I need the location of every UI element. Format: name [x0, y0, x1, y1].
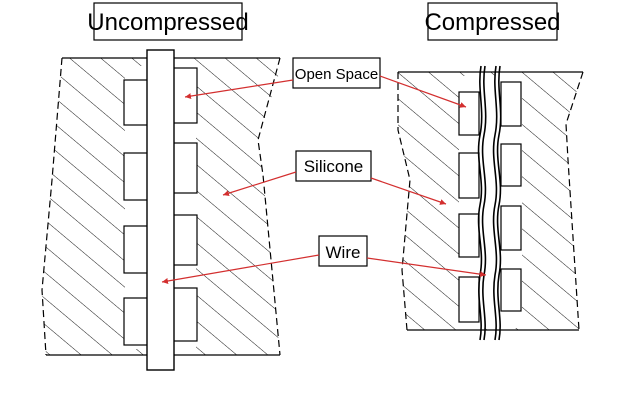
open-space-label: Open Space — [295, 66, 378, 83]
uncompressed-wire — [146, 49, 175, 371]
uncompressed-title: Uncompressed — [87, 9, 248, 36]
wire-label: Wire — [326, 243, 361, 262]
open-space-callout: Open Space — [184, 57, 467, 108]
compressed-title: Compressed — [424, 9, 560, 36]
compressed-silicone-block — [397, 71, 584, 331]
silicone-arrow-left — [222, 171, 297, 197]
wire-arrow-right — [366, 257, 487, 278]
uncompressed-title-box: Uncompressed — [87, 2, 249, 41]
compressed-title-box: Compressed — [424, 2, 561, 41]
open-space-arrow-right — [379, 75, 467, 108]
silicone-callout: Silicone — [222, 150, 447, 205]
silicone-label: Silicone — [304, 157, 364, 176]
compressed-wire — [477, 65, 502, 341]
wire-callout: Wire — [161, 235, 487, 284]
open-space-arrow-left — [184, 79, 294, 100]
compressed-panel: Compressed — [397, 2, 584, 341]
silicone-arrow-right — [370, 177, 447, 205]
wire-arrow-left — [161, 254, 320, 284]
uncompressed-panel: Uncompressed — [41, 2, 282, 371]
